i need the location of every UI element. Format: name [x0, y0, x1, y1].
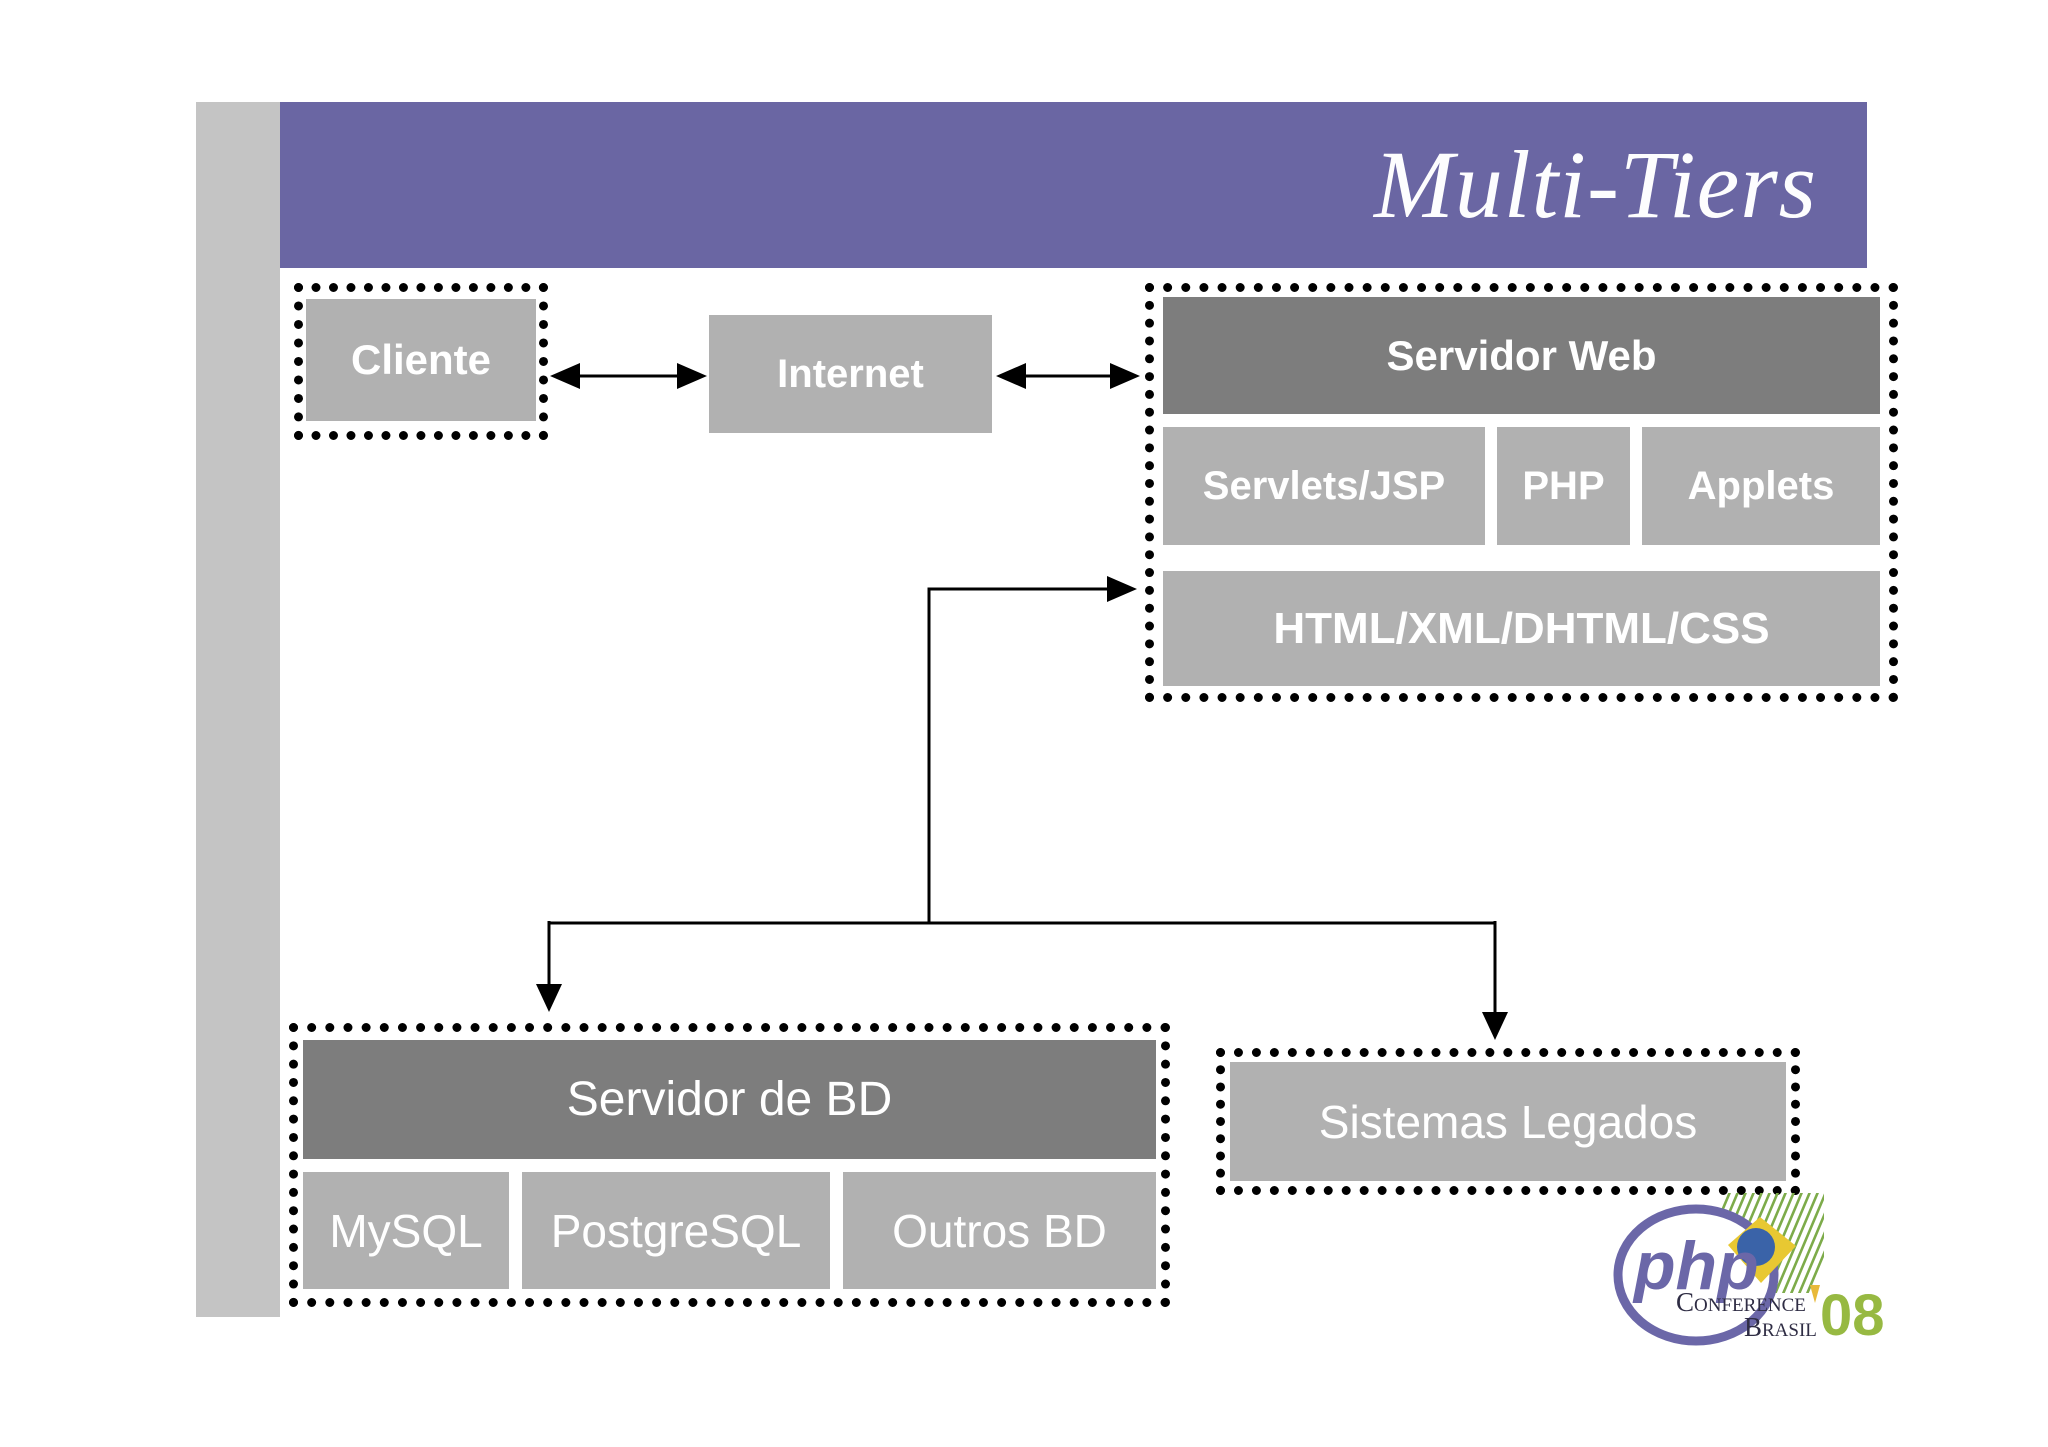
- logo-brasil-text: Brasil: [1744, 1312, 1817, 1342]
- logo-php-text: php: [1632, 1228, 1759, 1304]
- logo-apostrophe: [1810, 1285, 1820, 1303]
- page-title: Multi-Tiers: [1373, 131, 1817, 238]
- sistemas-legados-box: Sistemas Legados: [1230, 1062, 1786, 1181]
- outros-bd-box: Outros BD: [843, 1172, 1156, 1289]
- internet-servidorweb-arrow: [996, 363, 1140, 389]
- servidor-bd-node: Servidor de BD MySQL PostgreSQL Outros B…: [289, 1023, 1170, 1307]
- flag-globe: [1737, 1228, 1775, 1266]
- servidor-web-tech-row: Servlets/JSP PHP Applets: [1163, 427, 1880, 545]
- internet-node: Internet: [709, 315, 992, 433]
- cliente-node: Cliente: [294, 283, 548, 440]
- logo-conference-text: Conference: [1676, 1287, 1806, 1317]
- logo-year-text: 08: [1820, 1283, 1885, 1348]
- php-conference-logo: php Conference Brasil 08: [1613, 1193, 1885, 1348]
- php-box: PHP: [1497, 427, 1630, 545]
- sistemas-legados-node: Sistemas Legados: [1216, 1048, 1800, 1195]
- cliente-internet-arrow: [550, 363, 707, 389]
- html-output-box: HTML/XML/DHTML/CSS: [1163, 571, 1880, 686]
- left-accent-bar: [196, 102, 280, 1317]
- servidor-bd-db-row: MySQL PostgreSQL Outros BD: [303, 1172, 1156, 1289]
- servidor-bd-header: Servidor de BD: [303, 1040, 1156, 1159]
- servidor-web-header: Servidor Web: [1163, 297, 1880, 414]
- postgresql-box: PostgreSQL: [522, 1172, 830, 1289]
- applets-box: Applets: [1642, 427, 1880, 545]
- title-bar: Multi-Tiers: [280, 102, 1867, 268]
- servidor-web-node: Servidor Web Servlets/JSP PHP Applets HT…: [1145, 283, 1898, 702]
- servlets-jsp-box: Servlets/JSP: [1163, 427, 1485, 545]
- cliente-box: Cliente: [306, 299, 536, 421]
- mysql-box: MySQL: [303, 1172, 509, 1289]
